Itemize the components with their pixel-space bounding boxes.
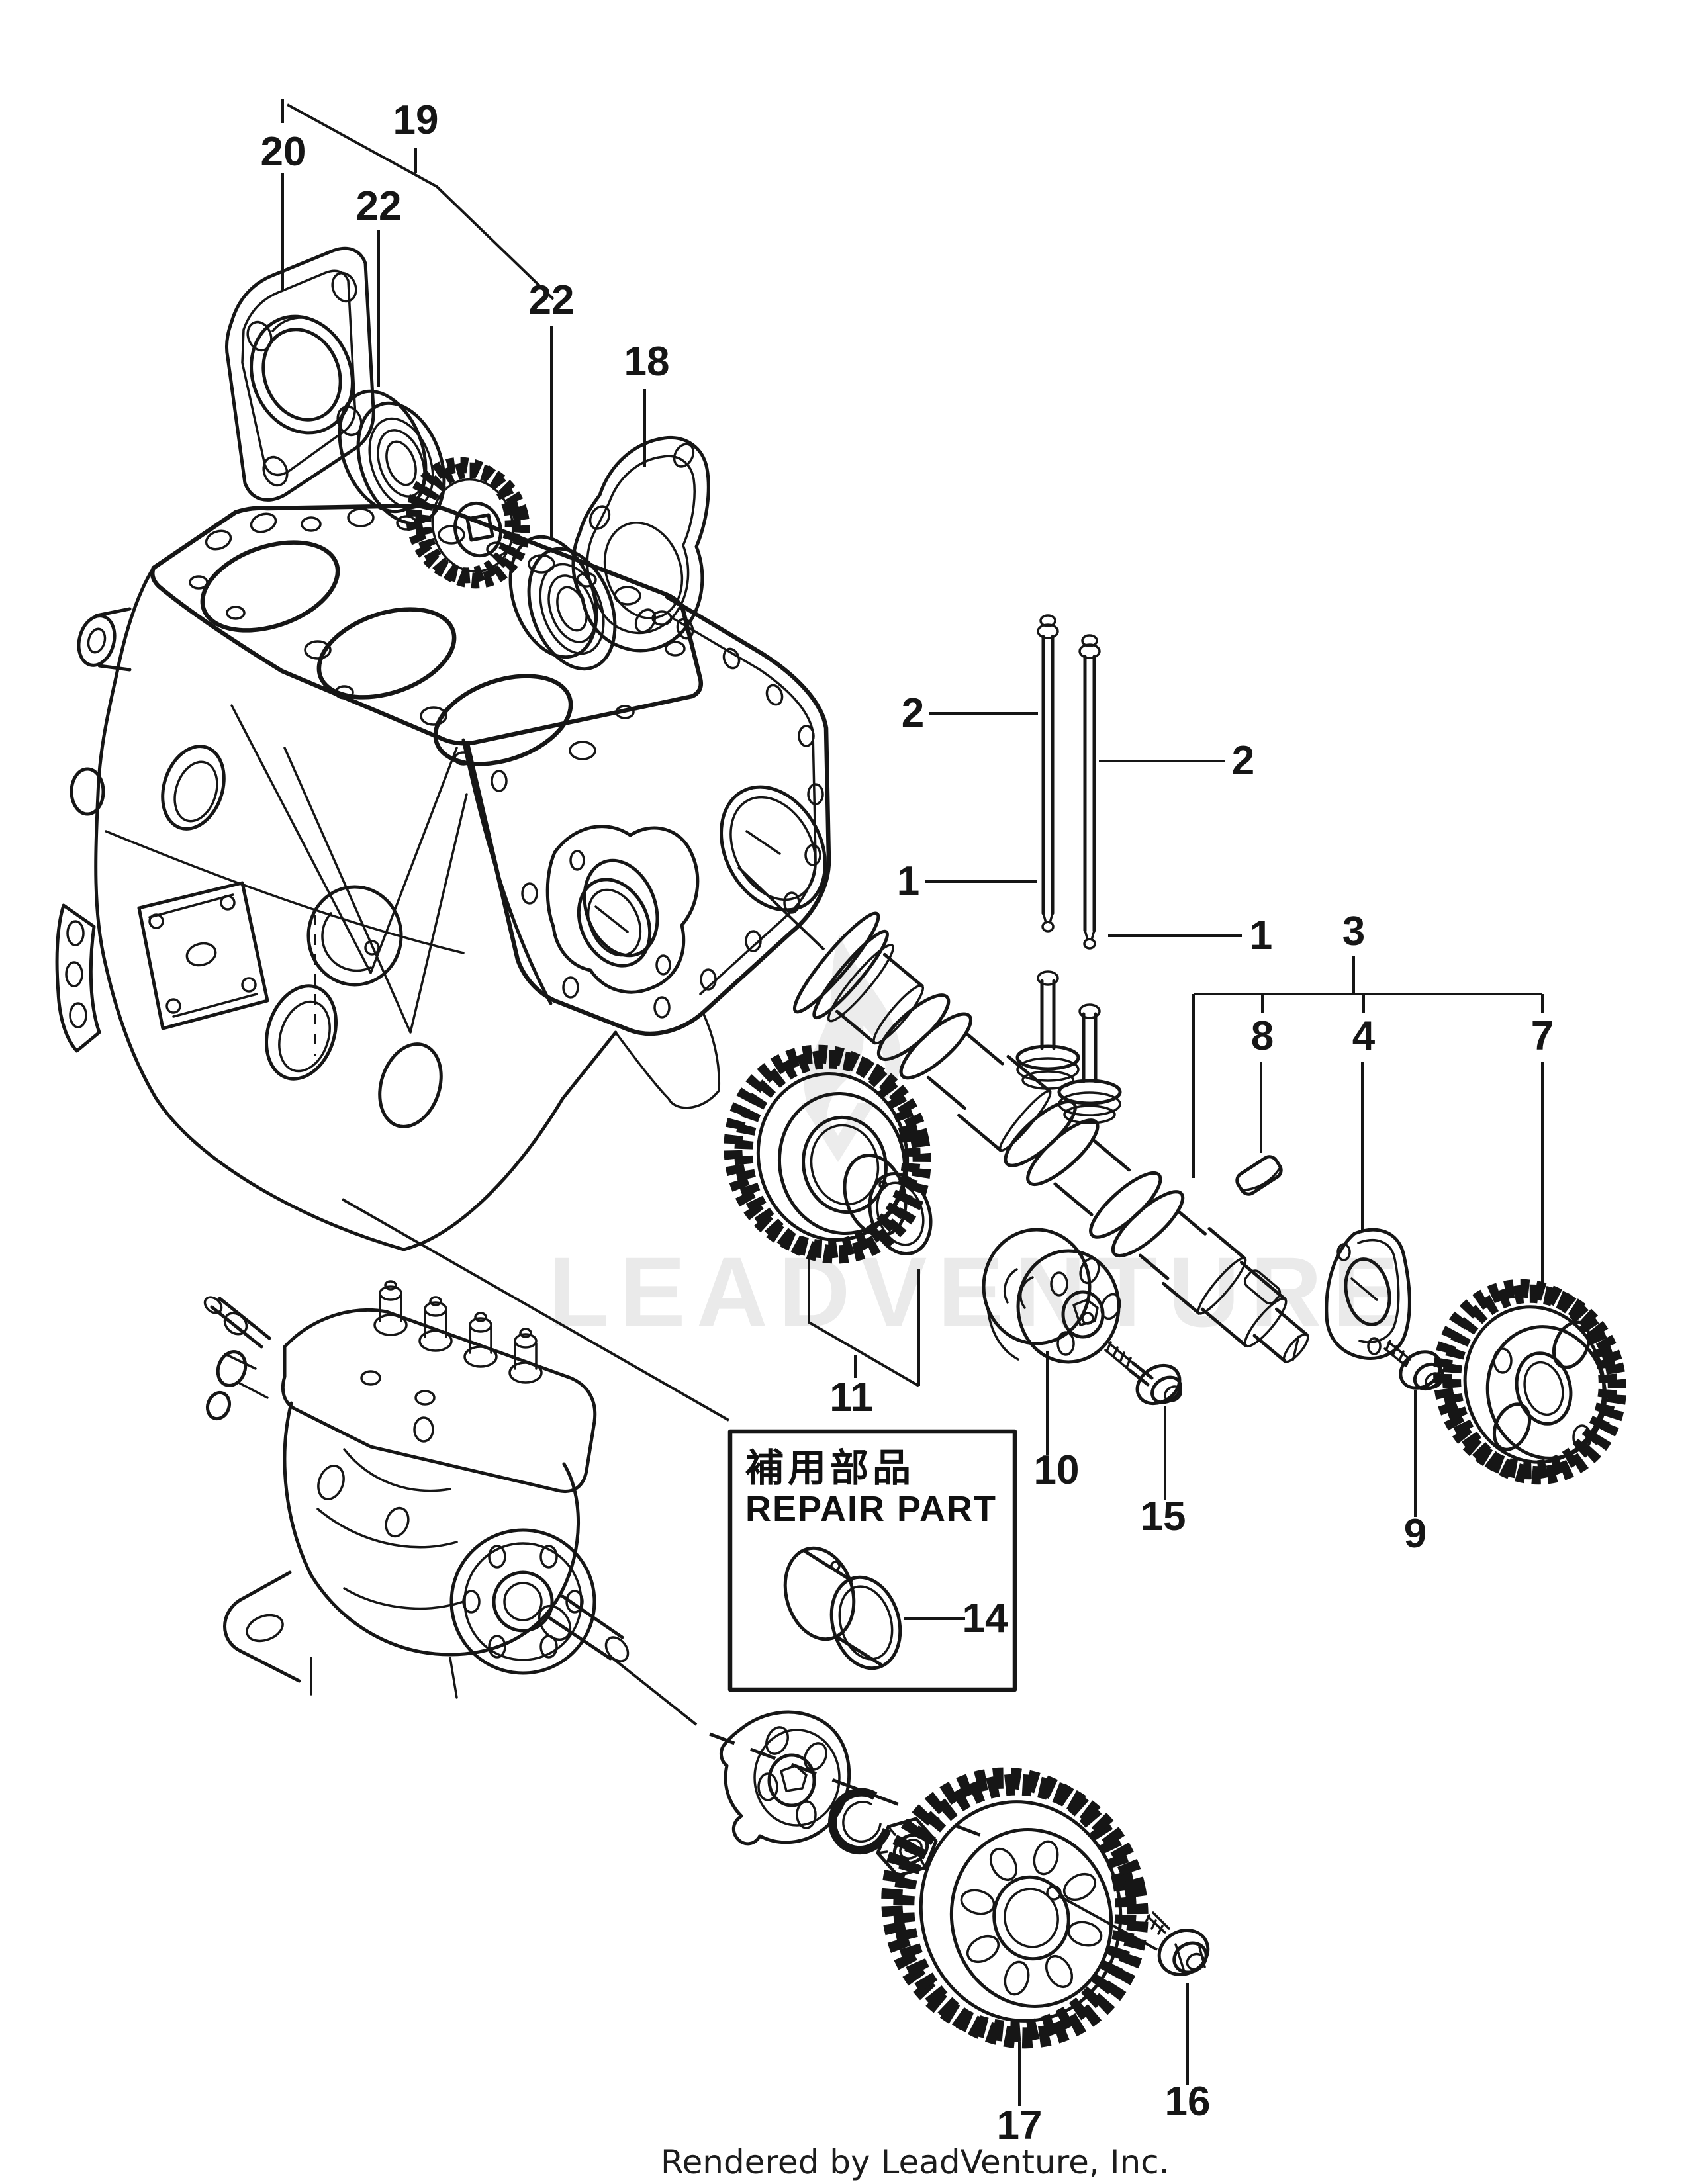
label-20: 20 <box>261 129 306 175</box>
valvetrain-parts <box>1015 614 1122 1124</box>
repair-box-title-jp: 補用部品 <box>745 1445 915 1490</box>
v-watermark-icon <box>801 1103 875 1162</box>
repair-part-box: 補用部品 REPAIR PART <box>727 1429 1017 1692</box>
flange-bolt-15 <box>1104 1341 1182 1406</box>
watermark-text: LEADVENTURE <box>548 1236 1409 1347</box>
leader-lines <box>281 99 1544 2106</box>
label-3: 3 <box>1342 909 1365 954</box>
label-7: 7 <box>1531 1013 1554 1059</box>
camshaft-drive-gear-19 <box>406 457 530 589</box>
fuel-camshaft-group <box>612 1657 1210 2049</box>
camshaft-drive-exploded <box>224 246 710 671</box>
repair-box-title-en: REPAIR PART <box>745 1489 997 1529</box>
leadventure-watermark: LEADVENTURE <box>548 934 1409 1347</box>
ball-bearing-22-left <box>338 389 446 525</box>
idle-gear-bushing <box>843 1153 933 1256</box>
camshaft-3 <box>792 911 1309 1363</box>
snap-ring <box>828 1788 892 1855</box>
gear-lightening-holes <box>960 1840 1103 1996</box>
label-1-right: 1 <box>1250 913 1272 958</box>
bearing-cover-20 <box>224 246 375 502</box>
fuel-cam-hub <box>720 1710 851 1846</box>
flange-bolt-9 <box>1383 1340 1444 1391</box>
fuel-injection-pump <box>203 1280 630 1699</box>
cam-gear-7 <box>1433 1279 1626 1485</box>
flange-bolt-16 <box>1144 1911 1210 1976</box>
woodruff-key-8 <box>1235 1155 1283 1196</box>
label-22b: 22 <box>529 277 575 323</box>
label-11: 11 <box>829 1375 873 1420</box>
label-8: 8 <box>1251 1013 1274 1059</box>
label-22a: 22 <box>356 183 402 229</box>
label-2-right: 2 <box>1232 738 1254 784</box>
push-rod-2-left <box>1037 614 1059 933</box>
gearcase-gasket-18 <box>571 435 710 653</box>
governor-hub-10 <box>982 1228 1121 1364</box>
label-10: 10 <box>1034 1447 1080 1493</box>
tappet-1-right <box>1057 1003 1122 1124</box>
push-rod-2-right <box>1078 634 1101 950</box>
label-4: 4 <box>1352 1013 1376 1059</box>
label-16: 16 <box>1165 2079 1211 2124</box>
part-labels: 20 19 22 22 18 2 2 1 1 3 8 4 7 11 10 15 … <box>261 97 1554 2148</box>
delivery-valve-holders <box>373 1280 543 1384</box>
label-19: 19 <box>393 97 439 143</box>
label-2-left: 2 <box>902 690 924 736</box>
label-17: 17 <box>997 2103 1043 2148</box>
label-1-left: 1 <box>897 858 919 904</box>
label-9: 9 <box>1404 1511 1427 1557</box>
fuel-cam-gear-17 <box>881 1767 1149 2049</box>
repair-bushing-14 <box>783 1546 902 1670</box>
label-18: 18 <box>624 339 670 385</box>
flange-bolt-circle <box>462 1545 584 1659</box>
flame-watermark-icon <box>804 934 901 1132</box>
retainer-plate-4 <box>1325 1228 1411 1360</box>
label-15: 15 <box>1141 1494 1186 1539</box>
label-14: 14 <box>962 1596 1008 1641</box>
plate-bolt-holes <box>491 617 824 1019</box>
idle-gear-11 <box>724 1044 933 1264</box>
render-credit: Rendered by LeadVenture, Inc. <box>661 2143 1170 2181</box>
